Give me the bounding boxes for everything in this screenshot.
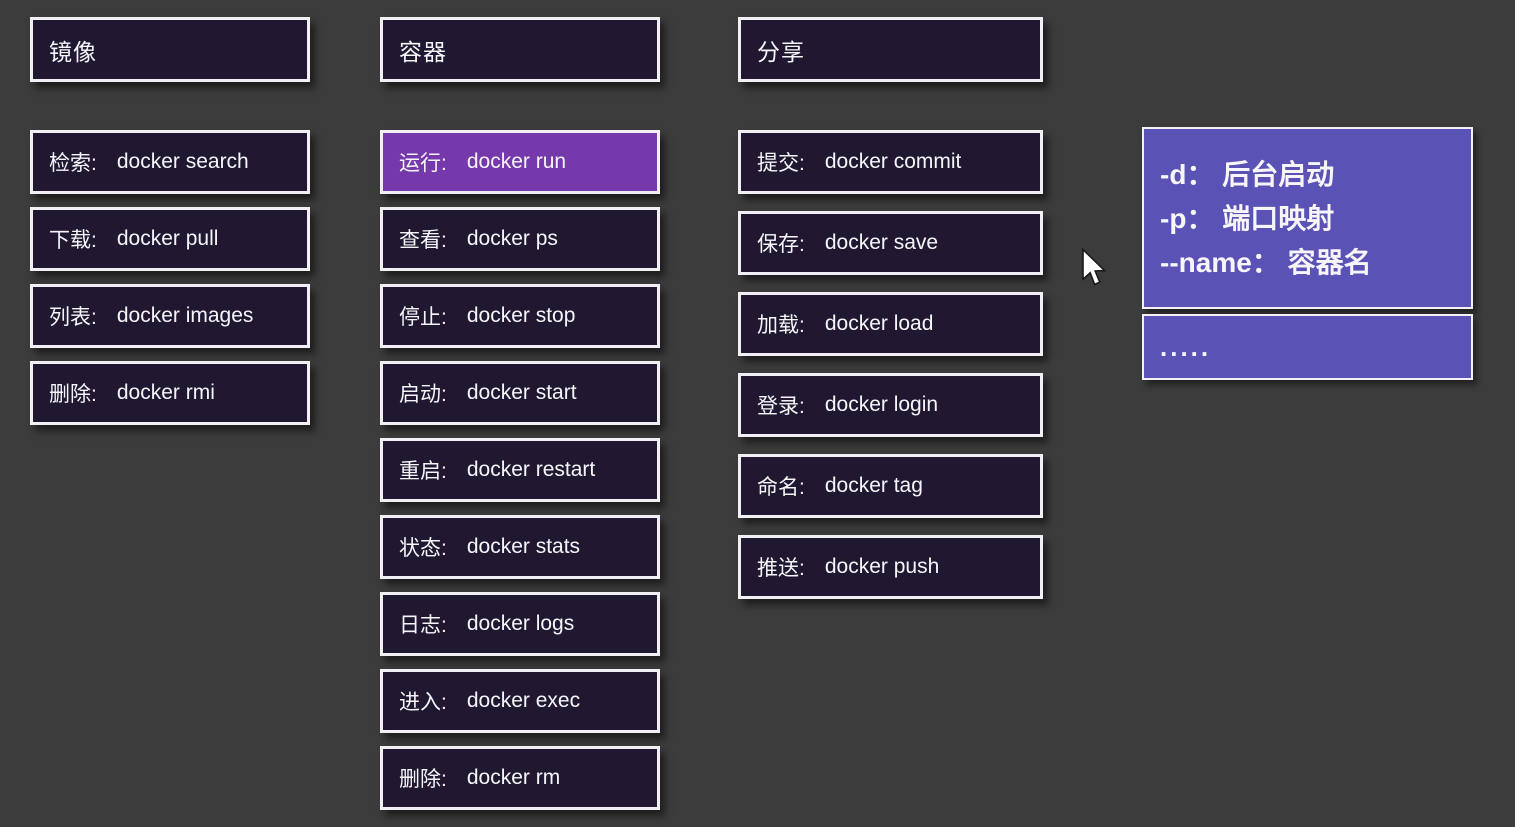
column-containers: 容器 运行: docker run 查看: docker ps 停止: dock… (380, 17, 660, 823)
item-docker-restart: 重启: docker restart (380, 438, 660, 502)
item-docker-ps: 查看: docker ps (380, 207, 660, 271)
item-docker-rmi: 删除: docker rmi (30, 361, 310, 425)
item-label: 删除: (399, 768, 447, 791)
item-docker-start: 启动: docker start (380, 361, 660, 425)
run-option-line-name: --name： 容器名 (1160, 247, 1372, 278)
run-options-ellipsis-box: ..... (1142, 314, 1473, 380)
ellipsis-label: ..... (1160, 331, 1212, 362)
run-options-box: -d： 后台启动 -p： 端口映射 --name： 容器名 (1142, 127, 1473, 309)
item-label: 进入: (399, 691, 447, 714)
item-docker-logs: 日志: docker logs (380, 592, 660, 656)
item-command: docker rm (466, 766, 561, 789)
item-docker-search: 检索: docker search (30, 130, 310, 194)
item-label: 重启: (399, 460, 447, 483)
item-command: docker commit (824, 150, 962, 173)
item-label: 日志: (399, 614, 447, 637)
column-share: 分享 提交: docker commit 保存: docker save 加载:… (738, 17, 1043, 616)
item-command: docker stop (466, 304, 576, 327)
item-command: docker rmi (116, 381, 215, 404)
item-label: 停止: (399, 306, 447, 329)
item-label: 查看: (399, 229, 447, 252)
item-docker-login: 登录: docker login (738, 373, 1043, 437)
item-command: docker run (466, 150, 567, 173)
item-command: docker stats (466, 535, 581, 558)
item-label: 推送: (757, 557, 805, 580)
item-docker-push: 推送: docker push (738, 535, 1043, 599)
item-label: 列表: (49, 306, 97, 329)
item-docker-pull: 下载: docker pull (30, 207, 310, 271)
run-options-callout: -d： 后台启动 -p： 端口映射 --name： 容器名 ..... (1142, 127, 1473, 380)
column-header-label: 镜像 (49, 38, 97, 65)
item-docker-stats: 状态: docker stats (380, 515, 660, 579)
item-label: 下载: (49, 229, 97, 252)
run-option-line-p: -p： 端口映射 (1160, 203, 1335, 234)
column-images-header: 镜像 (30, 17, 310, 82)
item-docker-rm: 删除: docker rm (380, 746, 660, 810)
column-header-label: 分享 (757, 38, 805, 65)
item-command: docker login (824, 393, 939, 416)
item-docker-load: 加载: docker load (738, 292, 1043, 356)
item-label: 保存: (757, 233, 805, 256)
item-command: docker ps (466, 227, 558, 250)
item-docker-tag: 命名: docker tag (738, 454, 1043, 518)
item-command: docker start (466, 381, 577, 404)
item-docker-commit: 提交: docker commit (738, 130, 1043, 194)
item-label: 加载: (757, 314, 805, 337)
item-docker-stop: 停止: docker stop (380, 284, 660, 348)
item-label: 登录: (757, 395, 805, 418)
item-label: 检索: (49, 152, 97, 175)
item-docker-save: 保存: docker save (738, 211, 1043, 275)
item-docker-images: 列表: docker images (30, 284, 310, 348)
mouse-cursor-icon (1080, 247, 1108, 288)
item-command: docker load (824, 312, 934, 335)
item-command: docker save (824, 231, 939, 254)
item-label: 提交: (757, 152, 805, 175)
item-command: docker exec (466, 689, 581, 712)
column-containers-header: 容器 (380, 17, 660, 82)
item-label: 删除: (49, 383, 97, 406)
item-command: docker images (116, 304, 254, 327)
item-label: 运行: (399, 152, 447, 175)
item-label: 启动: (399, 383, 447, 406)
item-docker-run: 运行: docker run (380, 130, 660, 194)
item-label: 状态: (399, 537, 447, 560)
column-header-label: 容器 (399, 38, 447, 65)
item-command: docker search (116, 150, 249, 173)
run-option-line-d: -d： 后台启动 (1160, 159, 1335, 190)
column-share-header: 分享 (738, 17, 1043, 82)
item-command: docker tag (824, 474, 923, 497)
item-command: docker logs (466, 612, 575, 635)
item-command: docker pull (116, 227, 219, 250)
item-docker-exec: 进入: docker exec (380, 669, 660, 733)
column-images: 镜像 检索: docker search 下载: docker pull 列表:… (30, 17, 310, 438)
item-label: 命名: (757, 476, 805, 499)
item-command: docker push (824, 555, 940, 578)
item-command: docker restart (466, 458, 596, 481)
